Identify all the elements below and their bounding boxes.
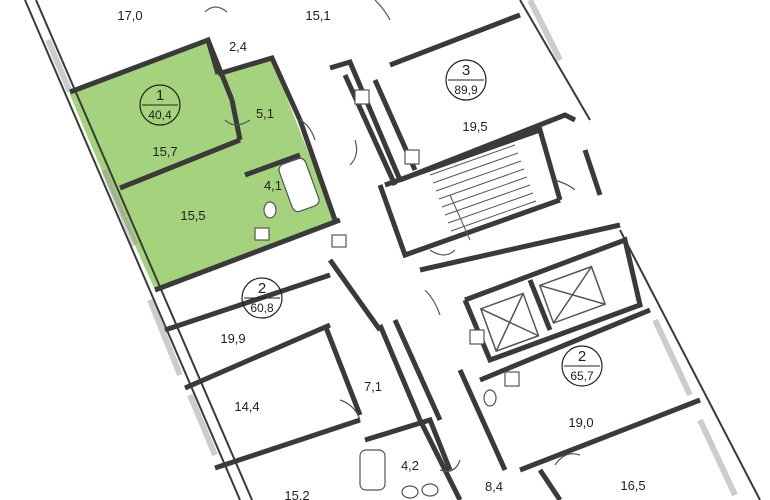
elevator-icon: [479, 265, 607, 353]
room-area-label: 15,5: [180, 208, 205, 223]
exterior-walls: [24, 0, 761, 500]
apartment-area: 40,4: [148, 108, 172, 122]
room-area-label: 4,2: [401, 458, 419, 473]
stairs-icon: [429, 144, 537, 241]
apartment-area: 89,9: [454, 83, 478, 97]
apartment-area: 60,8: [250, 301, 274, 315]
room-area-label: 19,0: [568, 415, 593, 430]
room-area-label: 7,1: [364, 379, 382, 394]
apartment-marker[interactable]: 2 65,7: [561, 345, 603, 387]
room-area-label: 2,4: [229, 39, 247, 54]
apartment-number: 2: [578, 348, 586, 365]
room-area-label: 19,5: [462, 119, 487, 134]
room-area-label: 16,5: [620, 478, 645, 493]
room-area-label: 14,4: [234, 399, 259, 414]
door-swing-icon: [204, 0, 581, 472]
left-windows: [45, 0, 738, 497]
room-area-label: 19,9: [220, 331, 245, 346]
room-area-label: 17,0: [117, 8, 142, 23]
sink-icon: [254, 89, 520, 387]
room-area-label: 15,7: [152, 144, 177, 159]
apartment-number: 1: [156, 87, 164, 104]
apartment-marker[interactable]: 3 89,9: [445, 59, 487, 101]
toilet-icon: [263, 201, 497, 499]
interior-walls: [69, 12, 701, 500]
apartment-number: 3: [462, 62, 470, 79]
room-area-label: 8,4: [485, 479, 503, 494]
apartment-marker[interactable]: 2 60,8: [241, 277, 283, 319]
apartment-marker[interactable]: 1 40,4: [139, 84, 181, 126]
bathtub-icon: [278, 157, 386, 491]
apartment-area: 65,7: [570, 369, 594, 383]
room-area-label: 4,1: [264, 178, 282, 193]
room-area-label: 15,1: [305, 8, 330, 23]
room-area-label: 5,1: [256, 106, 274, 121]
room-area-label: 15,2: [284, 488, 309, 500]
apartment-number: 2: [258, 280, 266, 297]
